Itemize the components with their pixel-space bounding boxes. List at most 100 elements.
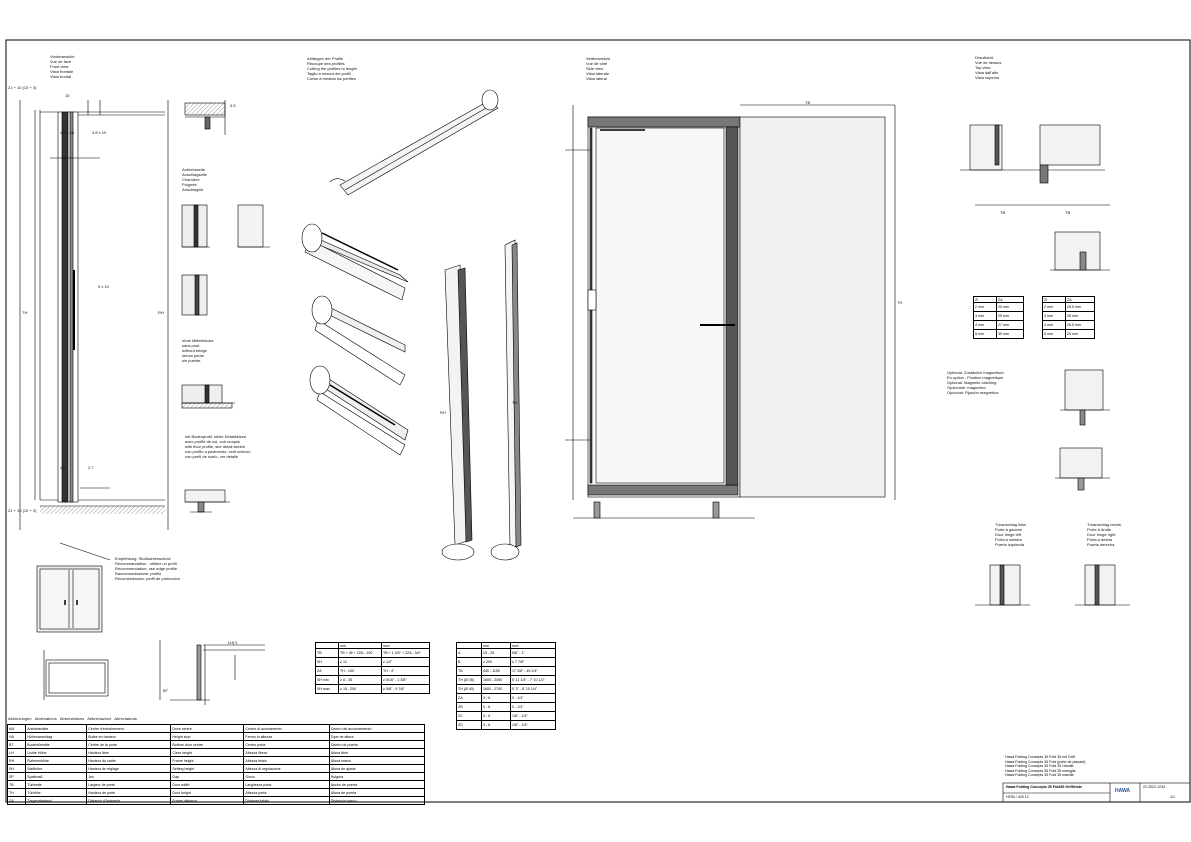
dim-tb-plan-a: TB	[1000, 210, 1006, 215]
cell: Altura de ajuste	[328, 764, 426, 773]
cell: Spaltmaß	[25, 772, 88, 781]
variant-b-2: Porte à droite	[1087, 527, 1112, 532]
recommend-note-3: Recommendation: use edge profile	[115, 566, 178, 571]
bridge-label-5: sin puente	[182, 358, 201, 363]
doc-number: 22.2022.1234	[1143, 785, 1165, 789]
cell: ≥ 8 - 35	[338, 675, 382, 685]
cell: 20 mm	[996, 302, 1024, 312]
legend-head-es: Abreviaturas	[114, 716, 137, 721]
cell: Fermo in altezza	[243, 732, 330, 741]
cell: Centro porta	[243, 740, 330, 749]
dim-5x10: 5 x 10	[98, 284, 109, 289]
dim-left-top: 21 + 10 (10 + 3)	[8, 85, 37, 90]
cell: 1600 - 2400	[481, 675, 511, 685]
cell: Türhöhe	[25, 788, 88, 797]
cell: Bottom door centre	[170, 740, 245, 749]
cell: 5 mm	[973, 329, 997, 339]
dim-45x10: 4.5 x 10	[60, 130, 75, 135]
cell: 15 - 25	[481, 648, 511, 658]
cell: ≥ 7 7/8"	[510, 657, 556, 667]
dim-15: 15	[65, 93, 70, 98]
drive-label-1: Antriebsseite	[182, 167, 206, 172]
drive-label-4: Poignée	[182, 182, 197, 187]
cell: ≥ 15 - 250	[338, 684, 382, 694]
floor-note-2: avec profilé de sol, voir croquis	[185, 439, 240, 444]
cell: Stellhöhe	[25, 764, 88, 773]
cell: Height stop	[170, 732, 245, 741]
series-1: Hawa Folding Concepts 35 Fold 35 mit Gri…	[1005, 755, 1075, 759]
recommend-note-2: Recommandation : utiliser un profil	[115, 561, 177, 566]
product-number: HF50 / 425 12	[1006, 795, 1029, 799]
cell: Drive centre	[170, 724, 245, 733]
drive-labels: Antriebsseite Anschlagseite Charnière Po…	[182, 167, 207, 192]
dim-tb-top: TB	[805, 100, 811, 105]
cell: ≥ 5/16" - 1 3/8"	[381, 675, 430, 685]
cell: TB + 45 + 2ZA - 100	[338, 648, 382, 658]
drive-label-3: Charnière	[182, 177, 200, 182]
profile-label-de: Ablängen der Profile	[307, 56, 344, 61]
dim-rail-2: TH	[512, 400, 518, 405]
series-list: Hawa Folding Concepts 35 Fold 35 mit Gri…	[1005, 755, 1086, 778]
variant-a-5: Puerta izquierda	[995, 542, 1025, 547]
cell: 5/8" - 1"	[510, 648, 556, 658]
table-row: SH max≥ 15 - 250≥ 5/8" - 9 7/8"	[315, 684, 430, 694]
cell: SH max	[315, 684, 339, 694]
cell: TH - 100	[338, 666, 382, 676]
cell: LH	[6, 748, 27, 757]
elevation-label-de: Vorderansicht	[50, 54, 75, 59]
cell: A	[456, 648, 482, 658]
profile-label-it: Taglio a misura dei profili	[307, 71, 352, 76]
door-preview	[36, 542, 111, 633]
optional-note-5: Opcional: Fijación magnética	[947, 390, 999, 395]
cell: Larghezza porta	[243, 780, 330, 789]
cell: ZB	[456, 702, 482, 712]
series-5: Hawa Folding Concepts 35 Fold 35 manilla	[1005, 773, 1074, 777]
variant-a-2: Porte à gauche	[995, 527, 1023, 532]
variant-a-1: Türanschlag links	[995, 522, 1027, 527]
recommend-notes: Empfehlung: Stoßkantenschutz Recommandat…	[115, 556, 180, 581]
cell: SP	[6, 772, 27, 781]
dim-th-left: TH	[22, 310, 28, 315]
dim-tb-plan-b: TB	[1065, 210, 1071, 215]
series-4: Hawa Folding Concepts 35 Fold 35 manigli…	[1005, 768, 1076, 773]
cell: RH	[6, 756, 27, 765]
cell: 29 mm	[1065, 329, 1095, 339]
cell: TH	[6, 788, 27, 797]
cell: Centre d'entraînement	[86, 724, 172, 733]
cell: TB	[456, 666, 482, 676]
cell: ≥ 200	[481, 657, 511, 667]
page-number: 1/1	[1170, 795, 1175, 799]
side-label-es: Vista lateral	[586, 76, 607, 81]
legend-head-fr: Abréviations	[34, 716, 57, 721]
cell: SH	[6, 764, 27, 773]
floor-note-5: con perfil de suelo, ver detalle	[185, 454, 239, 459]
table-row: SH min≥ 8 - 35≥ 5/16" - 1 3/8"	[315, 675, 430, 685]
profile-labels: Ablängen der Profile Recoupe des profilé…	[307, 56, 357, 81]
drive-label-5: Anschlagtür	[182, 187, 204, 192]
dim-bt: BT	[163, 688, 169, 693]
cell: Jeu	[86, 772, 172, 781]
cell: ZA	[6, 796, 27, 805]
cell: ≥ 1/2"	[381, 657, 430, 667]
top-view-labels: Draufsicht Vue de dessus Top view Vista …	[975, 55, 1001, 80]
table-row: SH≥ 12≥ 1/2"	[315, 657, 430, 667]
cell: Altura libre	[328, 748, 426, 757]
tall-rails	[441, 239, 522, 561]
floor-note-3: with floor profile, see detail sketch	[185, 444, 246, 449]
cell: 5' 3" - 8' 10 1/4"	[510, 684, 556, 694]
